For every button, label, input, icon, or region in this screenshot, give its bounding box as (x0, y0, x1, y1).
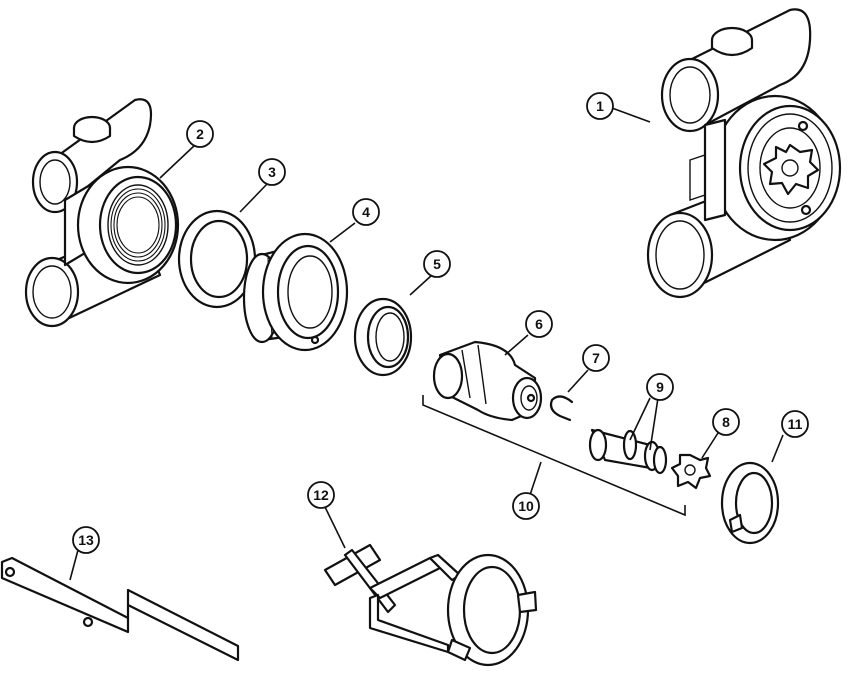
callout-10-label: 10 (518, 498, 534, 514)
callout-2-label: 2 (196, 126, 204, 142)
callout-13-label: 13 (78, 532, 94, 548)
callout-8-label: 8 (722, 414, 730, 430)
callout-3: 3 (258, 158, 286, 186)
callout-5-label: 5 (433, 256, 441, 272)
part-12-removal-tool (323, 543, 538, 667)
callout-7: 7 (582, 344, 610, 372)
leader-lines (69, 107, 784, 581)
callout-4: 4 (352, 198, 380, 226)
part-1-assembled-jet-body (646, 8, 842, 299)
callout-1: 1 (586, 92, 614, 120)
callout-2: 2 (186, 120, 214, 148)
part-5-seal-ring (353, 297, 413, 377)
callout-4-label: 4 (362, 204, 370, 220)
callout-11: 11 (781, 410, 809, 438)
callout-6: 6 (525, 310, 553, 338)
callout-10: 10 (512, 492, 540, 520)
part-8-star-nozzle (670, 453, 712, 490)
callout-1-label: 1 (596, 98, 604, 114)
callout-7-label: 7 (592, 350, 600, 366)
part-2-jet-body (24, 98, 180, 328)
callout-12: 12 (307, 481, 335, 509)
part-9-nozzle-stem (588, 428, 668, 475)
callout-12-label: 12 (313, 487, 329, 503)
callout-9-label: 9 (656, 379, 664, 395)
callout-6-label: 6 (535, 316, 543, 332)
part-7-clip (549, 395, 574, 422)
part-11-snap-ring (720, 461, 780, 545)
assembly-10-bracket (422, 395, 686, 517)
callout-8: 8 (712, 408, 740, 436)
callout-5: 5 (423, 250, 451, 278)
callout-3-label: 3 (268, 164, 276, 180)
callout-11-label: 11 (788, 416, 803, 432)
part-6-eyeball-housing (432, 340, 543, 422)
callout-9: 9 (646, 373, 674, 401)
part-4-wall-fitting (242, 232, 349, 352)
callout-13: 13 (72, 526, 100, 554)
part-13-wrench (0, 556, 240, 662)
